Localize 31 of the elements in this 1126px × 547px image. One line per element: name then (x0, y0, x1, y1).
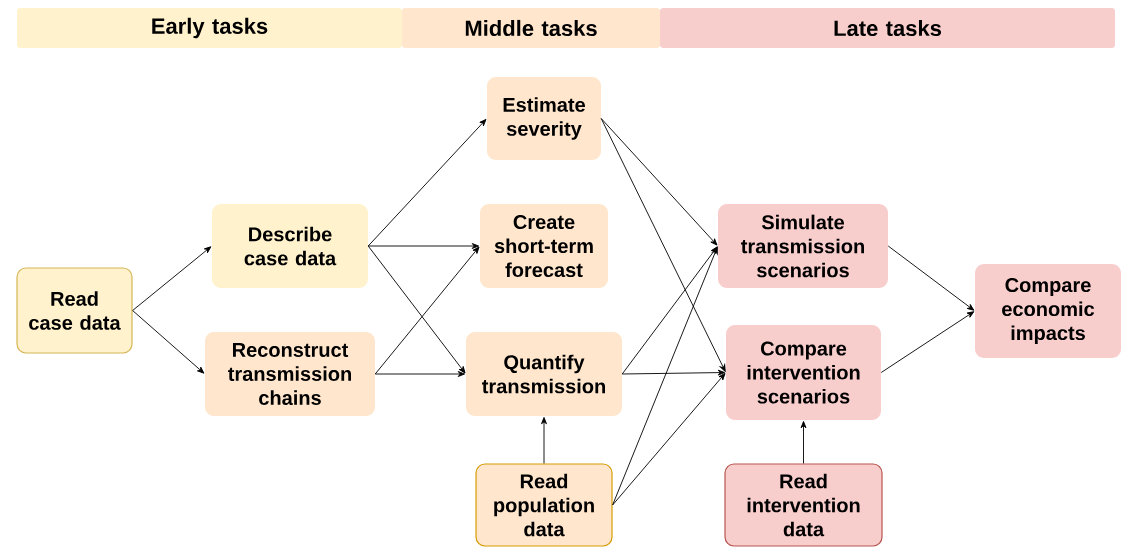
arrow (367, 245, 466, 374)
arrow (541, 417, 547, 464)
arrow (367, 243, 479, 249)
task-box: Read intervention data (724, 463, 883, 547)
task-box: Read population data (475, 463, 613, 547)
arrow (621, 246, 718, 375)
task-box: Quantify transmission (466, 332, 622, 416)
arrow (800, 421, 807, 464)
arrow (132, 310, 205, 374)
arrow (367, 118, 487, 247)
phase-header: Middle tasks (402, 8, 660, 48)
task-box: Simulate transmission scenarios (718, 204, 888, 288)
arrow (612, 373, 726, 506)
arrow (621, 369, 726, 376)
phase-header: Early tasks (17, 8, 402, 48)
arrow (600, 118, 726, 372)
task-box: Estimate severity (487, 77, 601, 160)
arrow (374, 246, 480, 375)
task-box: Compare economic impacts (975, 264, 1121, 358)
arrow (887, 245, 975, 311)
task-box: Describe case data (212, 204, 368, 288)
arrow (600, 118, 718, 246)
arrow (880, 311, 975, 373)
arrow (132, 246, 212, 311)
task-box: Read case data (16, 267, 133, 354)
arrow (612, 246, 718, 506)
task-box: Compare intervention scenarios (726, 325, 881, 420)
phase-header: Late tasks (660, 8, 1115, 48)
arrow (374, 371, 465, 377)
task-box: Reconstruct transmission chains (205, 332, 375, 416)
task-box: Create short-term forecast (480, 204, 608, 288)
